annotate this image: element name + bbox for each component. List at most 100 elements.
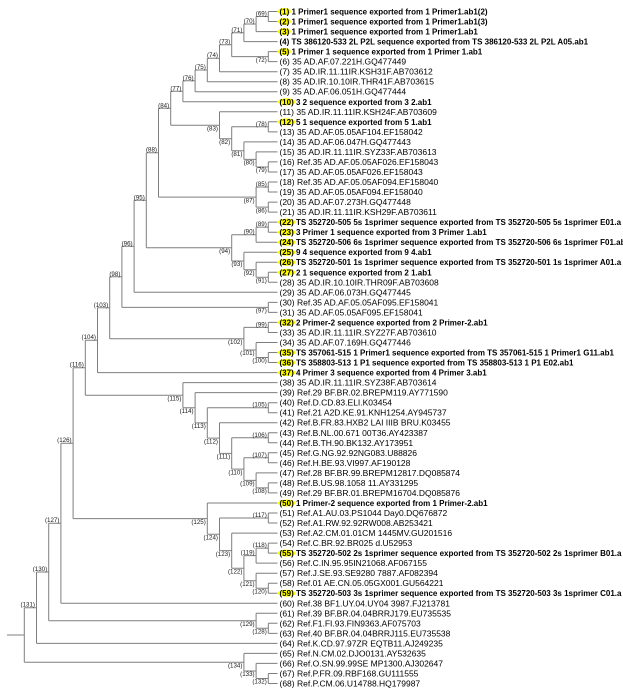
svg-text:(33) 35 AD.IR.11.11IR.SYZ27F.A: (33) 35 AD.IR.11.11IR.SYZ27F.AB703610 (280, 328, 437, 338)
svg-text:(91): (91) (256, 278, 267, 285)
svg-text:(110): (110) (228, 469, 242, 476)
svg-text:(22) TS 352720-505 5s 1sprimer: (22) TS 352720-505 5s 1sprimer sequence … (280, 218, 622, 227)
svg-text:(36) TS 358803-513 1 P1 sequen: (36) TS 358803-513 1 P1 sequence exporte… (280, 359, 574, 368)
svg-text:(4) TS 386120-533 2L P2L seque: (4) TS 386120-533 2L P2L sequence export… (280, 38, 589, 47)
svg-text:(109): (109) (240, 481, 254, 488)
svg-text:(38) 35 AD.IR.11.11IR.SYZ38F.A: (38) 35 AD.IR.11.11IR.SYZ38F.AB703614 (280, 378, 437, 388)
svg-text:(102): (102) (228, 339, 242, 346)
svg-text:(129): (129) (240, 621, 254, 628)
svg-text:(101): (101) (240, 350, 254, 357)
svg-text:(10) 3 2 sequence exported fro: (10) 3 2 sequence exported from 3 2.ab1 (280, 98, 433, 107)
svg-text:(75): (75) (195, 64, 206, 71)
svg-text:(84): (84) (158, 102, 169, 109)
svg-text:(8) 35 AD.IR.10.10IR.THR41F.AB: (8) 35 AD.IR.10.10IR.THR41F.AB703615 (280, 77, 435, 87)
svg-text:(6) 35 AD.AF.07.221H.GQ477449: (6) 35 AD.AF.07.221H.GQ477449 (280, 57, 407, 67)
svg-text:(104): (104) (82, 334, 96, 341)
svg-text:(18) Ref.35 AD.AF.05.05AF094.E: (18) Ref.35 AD.AF.05.05AF094.EF158040 (280, 177, 439, 187)
svg-text:(81): (81) (231, 151, 242, 158)
svg-text:(16) Ref.35 AD.AF.05.05AF026.E: (16) Ref.35 AD.AF.05.05AF026.EF158043 (280, 157, 439, 167)
svg-text:(98): (98) (109, 271, 120, 278)
svg-text:(106): (106) (252, 432, 266, 439)
svg-text:(34) 35 AD.AF.07.169H.GQ477446: (34) 35 AD.AF.07.169H.GQ477446 (280, 338, 412, 348)
svg-text:(88): (88) (146, 147, 157, 154)
svg-text:(85): (85) (256, 181, 267, 188)
svg-text:(115): (115) (167, 395, 181, 402)
svg-text:(134): (134) (228, 662, 242, 669)
svg-text:(93): (93) (231, 261, 242, 268)
svg-text:(32) 2 Primer-2 sequence expor: (32) 2 Primer-2 sequence exported from 2… (280, 318, 489, 327)
svg-text:(90): (90) (244, 229, 255, 236)
svg-text:(80): (80) (244, 160, 255, 167)
svg-text:(5) 1 Primer 1 sequence export: (5) 1 Primer 1 sequence exported from 1 … (280, 48, 483, 57)
svg-text:(99): (99) (256, 321, 267, 328)
svg-text:(116): (116) (70, 362, 84, 369)
svg-text:(96): (96) (122, 240, 133, 247)
svg-text:(86): (86) (256, 207, 267, 214)
svg-text:(28) 35 AD.IR.10.10IR.THR09F.A: (28) 35 AD.IR.10.10IR.THR09F.AB703608 (280, 277, 439, 287)
svg-text:(95): (95) (134, 194, 145, 201)
svg-text:(62) Ref.F1.FI.93.FIN9363.AF07: (62) Ref.F1.FI.93.FIN9363.AF075703 (280, 618, 422, 628)
svg-text:(79): (79) (256, 167, 267, 174)
svg-text:(44) Ref.B.TH.90.BK132.AY17395: (44) Ref.B.TH.90.BK132.AY173951 (280, 438, 414, 448)
svg-text:(58) Ref.01 AE.CN.05.05GX001.G: (58) Ref.01 AE.CN.05.05GX001.GU564221 (280, 578, 444, 588)
svg-text:(125): (125) (191, 519, 205, 526)
svg-text:(57) Ref.J.SE.93.SE9280 7887.A: (57) Ref.J.SE.93.SE9280 7887.AF082394 (280, 568, 439, 578)
svg-text:(41) Ref.21 A2D.KE.91.KNH1254.: (41) Ref.21 A2D.KE.91.KNH1254.AY945737 (280, 408, 447, 418)
svg-text:(100): (100) (252, 358, 266, 365)
svg-text:(20) 35 AD.AF.07.273H.GQ477448: (20) 35 AD.AF.07.273H.GQ477448 (280, 197, 412, 207)
svg-text:(50) 1 Primer-2 sequence expor: (50) 1 Primer-2 sequence exported from 1… (280, 499, 489, 508)
svg-text:(126): (126) (57, 437, 71, 444)
svg-text:(94): (94) (219, 248, 230, 255)
svg-text:(14) 35 AD.AF.06.047H.GQ477443: (14) 35 AD.AF.06.047H.GQ477443 (280, 137, 412, 147)
svg-text:(118): (118) (253, 542, 267, 549)
svg-text:(12) 5 1 sequence exported fro: (12) 5 1 sequence exported from 5 1.ab1 (280, 118, 433, 127)
svg-text:(97): (97) (256, 308, 267, 315)
svg-text:(40) Ref.D.CD.83.ELI.K03454: (40) Ref.D.CD.83.ELI.K03454 (280, 398, 393, 408)
svg-text:(66) Ref.O.SN.99.99SE MP1300.A: (66) Ref.O.SN.99.99SE MP1300.AJ302647 (280, 658, 444, 668)
svg-text:(54) Ref.C.BR.92.BR025 d.U5295: (54) Ref.C.BR.92.BR025 d.U52953 (280, 538, 413, 548)
svg-text:(132): (132) (252, 679, 266, 686)
svg-text:(55) TS 352720-502 2s 1sprimer: (55) TS 352720-502 2s 1sprimer sequence … (280, 549, 623, 558)
svg-text:(114): (114) (180, 408, 194, 415)
svg-text:(113): (113) (192, 423, 206, 430)
svg-text:(76): (76) (183, 75, 194, 82)
svg-text:(30) Ref.35 AD.AF.05.05AF095.E: (30) Ref.35 AD.AF.05.05AF095.EF158041 (280, 297, 439, 307)
svg-text:(42) Ref.B.FR.83.HXB2 LAI IIIB: (42) Ref.B.FR.83.HXB2 LAI IIIB BRU.K0345… (280, 418, 451, 428)
svg-text:(35) TS 357061-515 1 Primer1 s: (35) TS 357061-515 1 Primer1 sequence ex… (280, 349, 615, 358)
svg-text:(124): (124) (204, 535, 218, 542)
svg-text:(43) Ref.B.NL.00.671 00T36.AY4: (43) Ref.B.NL.00.671 00T36.AY423387 (280, 428, 428, 438)
svg-text:(46) Ref.H.BE.93.VI997.AF19012: (46) Ref.H.BE.93.VI997.AF190128 (280, 458, 411, 468)
svg-text:(69): (69) (256, 11, 267, 18)
svg-text:(39) Ref.29 BF.BR.02.BREPM119.: (39) Ref.29 BF.BR.02.BREPM119.AY771590 (280, 388, 449, 398)
svg-text:(82): (82) (219, 139, 230, 146)
svg-text:(107): (107) (252, 452, 266, 459)
svg-text:(59) TS 352720-503 3s 1sprimer: (59) TS 352720-503 3s 1sprimer sequence … (280, 589, 623, 598)
svg-text:(133): (133) (240, 671, 254, 678)
svg-text:(26) TS 352720-501 1s 1sprimer: (26) TS 352720-501 1s 1sprimer sequence … (280, 258, 622, 267)
svg-text:(45) Ref.G.NG.92.92NG083.U8882: (45) Ref.G.NG.92.92NG083.U88826 (280, 448, 418, 458)
svg-text:(61) Ref.39 BF.BR.04.04BRRJ179: (61) Ref.39 BF.BR.04.04BRRJ179.EU735535 (280, 608, 452, 618)
svg-text:(83): (83) (207, 126, 218, 133)
svg-text:(72): (72) (256, 57, 267, 64)
svg-text:(52) Ref.A1.RW.92.92RW008.AB25: (52) Ref.A1.RW.92.92RW008.AB253421 (280, 518, 434, 528)
svg-text:(1) 1 Primer1 sequence exporte: (1) 1 Primer1 sequence exported from 1 P… (280, 8, 488, 17)
svg-text:(103): (103) (94, 302, 108, 309)
svg-text:(23) 3 Primer 1 sequence expor: (23) 3 Primer 1 sequence exported from 3… (280, 228, 488, 237)
svg-text:(56) Ref.C.IN.95.95IN21068.AF0: (56) Ref.C.IN.95.95IN21068.AF067155 (280, 558, 428, 568)
svg-text:(65) Ref.N.CM.02.DJO0131.AY532: (65) Ref.N.CM.02.DJO0131.AY532635 (280, 648, 427, 658)
svg-text:(119): (119) (241, 550, 255, 557)
svg-text:(64) Ref.K.CD.97.97ZR EQTB11.A: (64) Ref.K.CD.97.97ZR EQTB11.AJ249235 (280, 638, 444, 648)
svg-text:(130): (130) (33, 566, 47, 573)
svg-text:(11) 35 AD.IR.11.11IR.KSH24F.A: (11) 35 AD.IR.11.11IR.KSH24F.AB703609 (280, 107, 438, 117)
svg-text:(47) Ref.28 BF.BR.99.BREPM1281: (47) Ref.28 BF.BR.99.BREPM12817.DQ085874 (280, 468, 461, 478)
svg-text:(123): (123) (216, 551, 230, 558)
svg-text:(3) 1 Primer1 sequence exporte: (3) 1 Primer1 sequence exported from 1 P… (280, 28, 479, 37)
svg-text:(13) 35 AD.AF.05.05AF104.EF158: (13) 35 AD.AF.05.05AF104.EF158042 (280, 127, 423, 137)
svg-text:(15) 35 AD.IR.11.11IR.SYZ33F.A: (15) 35 AD.IR.11.11IR.SYZ33F.AB703613 (280, 147, 437, 157)
svg-text:(71): (71) (231, 27, 242, 34)
svg-text:(112): (112) (204, 438, 218, 445)
svg-text:(25) 9 4 sequence exported fro: (25) 9 4 sequence exported from 9 4.ab1 (280, 248, 433, 257)
svg-text:(108): (108) (252, 488, 266, 495)
svg-text:(49) Ref.29 BF.BR.01.BREPM1670: (49) Ref.29 BF.BR.01.BREPM16704.DQ085876 (280, 488, 461, 498)
svg-text:(51) Ref.A1.AU.03.PS1044 Day0.: (51) Ref.A1.AU.03.PS1044 Day0.DQ676872 (280, 508, 448, 518)
